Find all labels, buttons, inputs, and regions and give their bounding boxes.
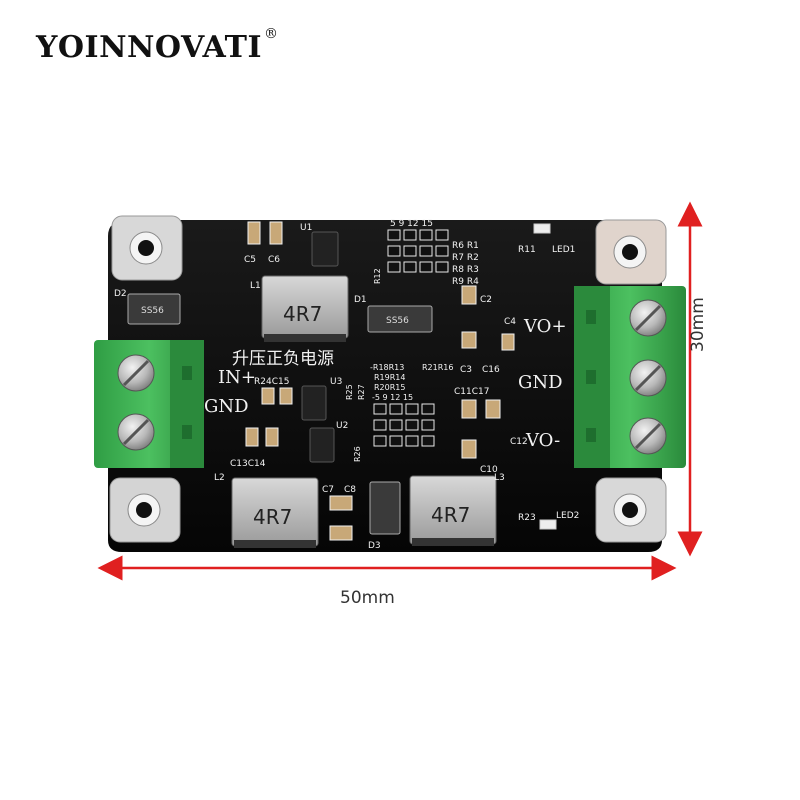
diode-d1 — [367, 305, 433, 333]
label-led1: LED1 — [552, 245, 575, 255]
mounting-hole-top-right — [595, 219, 667, 285]
registered-mark: ® — [263, 26, 279, 42]
ic-u3 — [301, 385, 327, 421]
diode-d2 — [127, 293, 181, 325]
brand-logo: YOINNOVATI® — [36, 26, 278, 65]
label-c2: C2 — [480, 295, 492, 305]
label-d3: D3 — [368, 541, 381, 551]
label-r7r2: R7 R2 — [452, 253, 479, 263]
label-l1: L1 — [250, 281, 261, 291]
label-c6: C6 — [268, 255, 280, 265]
label-c12: C12 — [510, 437, 528, 447]
diode-d3 — [369, 481, 401, 535]
label-led2: LED2 — [556, 511, 579, 521]
label-r11: R11 — [518, 245, 536, 255]
output-terminal-block — [574, 286, 686, 468]
mounting-hole-bottom-right — [595, 477, 667, 543]
label-r25: R25 — [345, 384, 354, 400]
label-l3: L3 — [494, 473, 505, 483]
label-in-gnd: GND — [204, 396, 249, 417]
smd-resistor-array-middle — [373, 403, 435, 447]
label-u3: U3 — [330, 377, 342, 387]
inductor-l2-marking: 4R7 — [253, 505, 292, 529]
brand-name: YOINNOVATI — [36, 30, 262, 65]
label-d1: D1 — [354, 295, 367, 305]
diode-d1-marking: SS56 — [386, 316, 409, 326]
label-vo-plus: VO+ — [523, 316, 567, 337]
label-c5: C5 — [244, 255, 256, 265]
label-u2: U2 — [336, 421, 348, 431]
label-l2: L2 — [214, 473, 225, 483]
smd-resistor-array-top — [387, 229, 449, 273]
smd-capacitors — [245, 221, 515, 541]
label-r8r3: R8 R3 — [452, 265, 479, 275]
label-scale-top: 5 9 12 15 — [390, 219, 433, 229]
label-r18r13: -R18R13 — [370, 363, 404, 372]
inductor-l3 — [409, 475, 497, 546]
label-c7: C7 — [322, 485, 334, 495]
diode-d2-marking: SS56 — [141, 306, 164, 316]
label-board-title: 升压正负电源 — [232, 349, 334, 369]
label-c16: C16 — [482, 365, 500, 375]
label-r24c15: R24C15 — [254, 377, 289, 387]
label-c10: C10 — [480, 465, 498, 475]
label-in-plus: IN+ — [218, 367, 256, 388]
mounting-hole-bottom-left — [109, 477, 181, 543]
label-c11c17: C11C17 — [454, 387, 489, 397]
label-d2: D2 — [114, 289, 127, 299]
width-dimension-label: 50mm — [340, 588, 395, 608]
led1 — [533, 223, 551, 234]
label-r9r4: R9 R4 — [452, 277, 479, 287]
label-r27: R27 — [357, 384, 366, 400]
label-r12: R12 — [373, 268, 382, 284]
label-c13c14: C13C14 — [230, 459, 266, 469]
inductor-l1 — [261, 275, 349, 342]
inductor-l1-marking: 4R7 — [283, 302, 322, 326]
mounting-hole-top-left — [111, 215, 183, 281]
label-r19r14: R19R14 — [374, 373, 405, 382]
label-out-gnd: GND — [518, 372, 563, 393]
ic-u1 — [311, 231, 339, 267]
label-r23: R23 — [518, 513, 536, 523]
label-c4: C4 — [504, 317, 516, 327]
ic-u2 — [309, 427, 335, 463]
inductor-l3-marking: 4R7 — [431, 503, 470, 527]
label-r20r15: R20R15 — [374, 383, 405, 392]
label-r6r1: R6 R1 — [452, 241, 479, 251]
label-vo-minus: VO- — [525, 430, 560, 451]
label-c8: C8 — [344, 485, 356, 495]
inductor-l2 — [231, 477, 319, 548]
label-r26: R26 — [353, 446, 362, 462]
label-r21r16: R21R16 — [422, 363, 453, 372]
led2 — [539, 519, 557, 530]
height-dimension-label: 30mm — [688, 297, 708, 352]
pcb-board — [108, 220, 662, 552]
label-u1: U1 — [300, 223, 312, 233]
label-c3: C3 — [460, 365, 472, 375]
label-scale-mid: -5 9 12 15 — [372, 393, 413, 402]
input-terminal-block — [94, 340, 204, 468]
